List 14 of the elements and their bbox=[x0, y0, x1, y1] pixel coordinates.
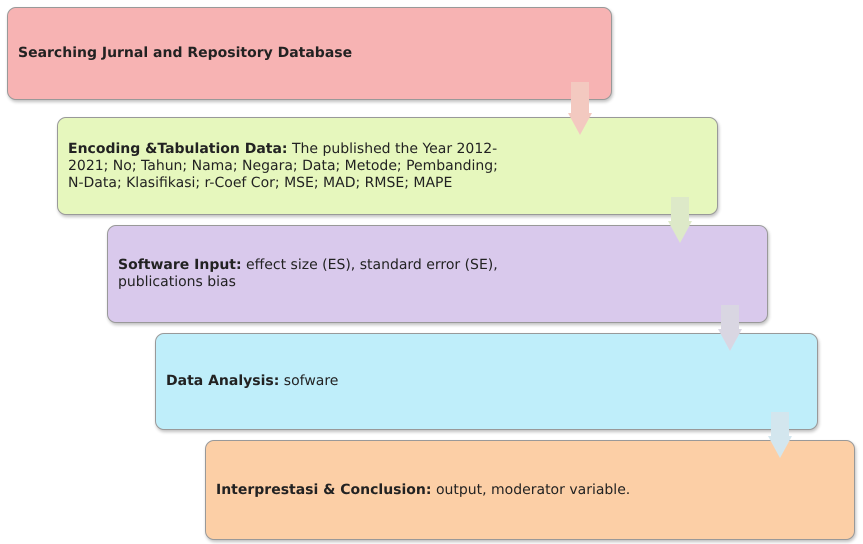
arrow bbox=[668, 197, 692, 243]
arrow bbox=[568, 82, 592, 135]
step-text: Encoding &Tabulation Data: The published the Year 2012-2021; No; Tahun; Nama; Negara; Data; Metode; Pembanding; N-Data; Klasifikasi; r-Coef Cor; MSE; MAD; RMSE; MAPE bbox=[68, 140, 499, 192]
process-box bbox=[155, 333, 818, 430]
process-box bbox=[205, 440, 855, 540]
step-text: Data Analysis: sofware bbox=[166, 373, 338, 390]
process-box bbox=[107, 225, 768, 323]
arrow bbox=[768, 412, 792, 458]
arrow bbox=[718, 305, 742, 351]
step-text: Software Input: effect size (ES), standard error (SE), publications bias bbox=[118, 257, 499, 291]
process-box bbox=[7, 7, 612, 100]
step-text: Interprestasi & Conclusion: output, moderator variable. bbox=[216, 482, 630, 498]
step-text: Searching Jurnal and Repository Database bbox=[18, 45, 352, 62]
process-box bbox=[57, 117, 718, 215]
